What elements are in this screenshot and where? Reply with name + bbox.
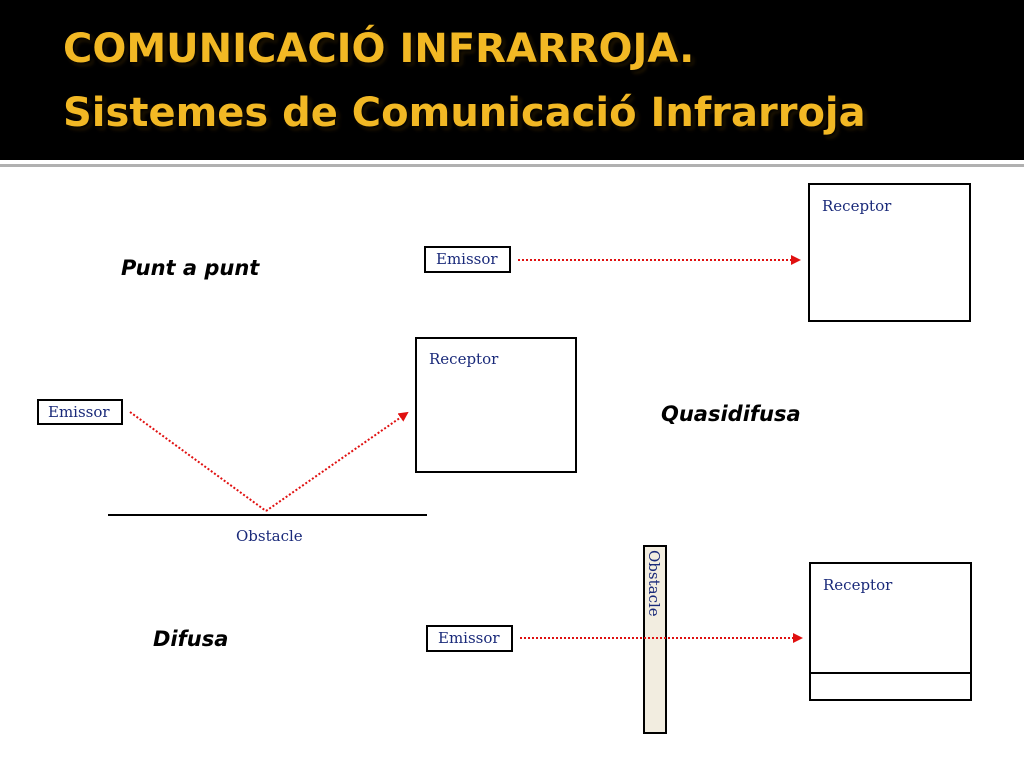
emissor-label-middle: Emissor bbox=[48, 403, 110, 421]
receptor-box-top bbox=[808, 183, 971, 322]
title-divider bbox=[0, 164, 1024, 167]
mode-label-quasi-diffuse: Quasidifusa bbox=[661, 402, 801, 426]
title-bar: COMUNICACIÓ INFRARROJA. Sistemes de Comu… bbox=[0, 0, 1024, 160]
receptor-label-top: Receptor bbox=[822, 197, 892, 215]
mode-label-diffuse: Difusa bbox=[153, 627, 229, 651]
emissor-label-bottom: Emissor bbox=[438, 629, 500, 647]
obstacle-label-floor: Obstacle bbox=[236, 527, 303, 545]
mode-label-point-to-point: Punt a punt bbox=[121, 256, 260, 280]
emissor-box-top bbox=[424, 246, 511, 273]
receptor-box-bottom bbox=[809, 562, 972, 701]
slide-title-line-1: COMUNICACIÓ INFRARROJA. bbox=[63, 26, 695, 72]
obstacle-label-wall: Obstacle bbox=[645, 550, 663, 617]
obstacle-wall bbox=[643, 545, 667, 734]
emissor-box-middle bbox=[37, 399, 123, 425]
ir-beam-incident bbox=[129, 411, 267, 512]
receptor-label-middle: Receptor bbox=[429, 350, 499, 368]
emissor-box-bottom bbox=[426, 625, 513, 652]
slide-title-line-2: Sistemes de Comunicació Infrarroja bbox=[63, 90, 866, 136]
receptor-label-bottom: Receptor bbox=[823, 576, 893, 594]
receptor-box-middle bbox=[415, 337, 577, 473]
ir-beam-reflected bbox=[265, 411, 409, 512]
emissor-label-top: Emissor bbox=[436, 250, 498, 268]
